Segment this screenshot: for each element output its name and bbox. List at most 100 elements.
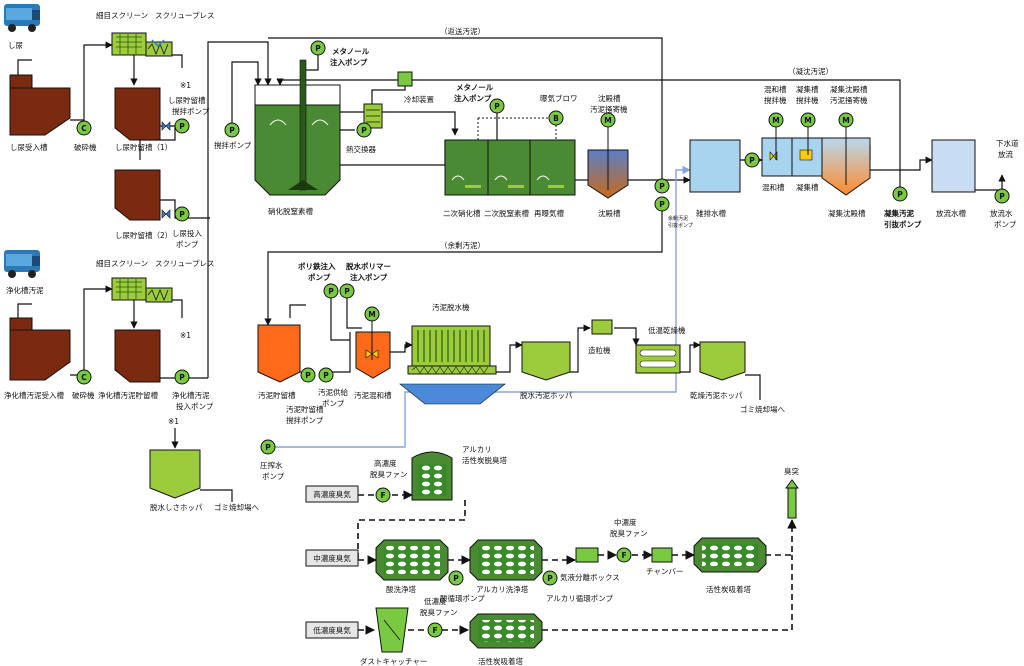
settler-scraper-motor[interactable]: M bbox=[600, 112, 616, 128]
crusher-2[interactable]: C bbox=[76, 369, 92, 385]
svg-text:M: M bbox=[842, 116, 849, 125]
svg-text:P: P bbox=[179, 373, 185, 382]
coag-sludge-label: （凝沈汚泥） bbox=[788, 66, 833, 76]
crusher-2-label: 破砕機 bbox=[72, 390, 95, 400]
coag-scraper-label-1: 凝集沈殿槽 bbox=[830, 84, 868, 94]
sludge-feed-pump[interactable]: P bbox=[318, 367, 334, 383]
storage-mix-pump[interactable]: P bbox=[174, 118, 190, 134]
secondary-denitri-label: 二次脱窒素槽 bbox=[484, 208, 529, 218]
svg-text:M: M bbox=[604, 116, 611, 125]
svg-text:P: P bbox=[453, 574, 459, 583]
coag-scraper-label-2: 汚泥掻寄機 bbox=[830, 95, 868, 105]
mix-pump-label-1: し尿貯留槽 bbox=[168, 95, 206, 105]
svg-text:B: B bbox=[553, 114, 559, 123]
alkali-scrubber bbox=[469, 539, 543, 581]
high-fan-label-1: 高濃度 bbox=[374, 458, 397, 468]
stir-pump[interactable]: P bbox=[224, 122, 240, 138]
screw-press-1-label: スクリュープレス bbox=[155, 11, 215, 20]
coag-pump-label-2: 引抜ポンプ bbox=[884, 219, 922, 229]
shinyo-feed-pump[interactable]: P bbox=[174, 206, 190, 222]
coag-sludge-pump[interactable]: P bbox=[892, 186, 908, 202]
acid-circulation-pump[interactable]: P bbox=[448, 570, 464, 586]
methanol-pump-1[interactable]: P bbox=[310, 40, 326, 56]
stir-pump-label: 撹拌ポンプ bbox=[214, 140, 252, 150]
coag-settling-tank bbox=[821, 127, 871, 196]
discharge-pump[interactable]: P bbox=[994, 188, 1010, 204]
jokaso-feed-pump[interactable]: P bbox=[174, 369, 190, 385]
jokaso-pump-label-1: 浄化槽汚泥 bbox=[172, 390, 210, 400]
mid-odor-source: 中濃度臭気 bbox=[305, 549, 359, 567]
mix-stirrer-label-2: 撹拌機 bbox=[764, 95, 787, 105]
svg-text:P: P bbox=[315, 44, 321, 53]
gas-liquid-label: 気液分離ボックス bbox=[560, 572, 620, 582]
nitrification-denitrification-tank bbox=[254, 59, 341, 196]
crusher-1[interactable]: C bbox=[76, 120, 92, 136]
methanol-pump-2[interactable]: P bbox=[489, 98, 505, 114]
mix-motor[interactable]: M bbox=[768, 112, 784, 128]
coag-tank-label: 凝集槽 bbox=[796, 182, 819, 192]
methanol-pump-2-label-2: 注入ポンプ bbox=[454, 93, 492, 103]
sludge-stir-pump[interactable]: P bbox=[300, 367, 316, 383]
sludge-mix-motor[interactable]: M bbox=[364, 306, 380, 322]
sludge-stir-label-2: 撹拌ポンプ bbox=[286, 415, 324, 425]
chamber bbox=[651, 547, 673, 563]
screenings-hopper-label: 脱水しさホッパ bbox=[150, 502, 203, 512]
truck-shinyo bbox=[4, 4, 40, 32]
dryer-label: 低温乾燥機 bbox=[648, 325, 686, 335]
aeration-blower[interactable]: B bbox=[548, 110, 564, 126]
shinyo-feed-pump-label-1: し尿投入 bbox=[172, 228, 202, 238]
dried-hopper-label: 乾燥汚泥ホッパ bbox=[690, 390, 743, 400]
surplus-pump[interactable]: P bbox=[654, 178, 670, 194]
shinyo-storage-1 bbox=[114, 87, 161, 141]
ferric-pump[interactable]: P bbox=[323, 283, 339, 299]
carbon-tower-2-label: 活性炭吸着塔 bbox=[478, 656, 523, 666]
pressure-water-pump[interactable]: P bbox=[260, 439, 276, 455]
valve-1[interactable] bbox=[161, 121, 171, 131]
alkali-circulation-pump[interactable]: P bbox=[542, 570, 558, 586]
low-odor-fan[interactable]: F bbox=[427, 622, 443, 638]
mix-pump-label-2: 撹拌ポンプ bbox=[172, 106, 210, 116]
high-fan-label-2: 脱臭ファン bbox=[370, 469, 408, 479]
mid-odor-fan[interactable]: F bbox=[616, 547, 632, 563]
jokaso-pump-label-2: 投入ポンプ bbox=[176, 401, 214, 411]
svg-text:P: P bbox=[361, 126, 367, 135]
svg-text:F: F bbox=[380, 491, 385, 500]
misc-tank-pump[interactable]: P bbox=[744, 152, 760, 168]
svg-text:低濃度臭気: 低濃度臭気 bbox=[313, 625, 351, 635]
methanol-pump-2-label-1: メタノール bbox=[456, 82, 494, 92]
storage-2-label: し尿貯留槽（2） bbox=[115, 230, 172, 240]
screw-press-2 bbox=[145, 287, 173, 303]
storage-1-label: し尿貯留槽（1） bbox=[115, 142, 172, 152]
sludge-stir-label-1: 汚泥貯留槽 bbox=[286, 404, 324, 414]
high-odor-fan[interactable]: F bbox=[375, 487, 391, 503]
low-fan-label-1: 低濃度 bbox=[424, 596, 447, 606]
sludge-feed-label-2: ポンプ bbox=[322, 399, 345, 408]
screw-press-1 bbox=[145, 39, 173, 57]
svg-text:P: P bbox=[323, 371, 329, 380]
svg-text:P: P bbox=[897, 190, 903, 199]
sewer-label-1: 下水道 bbox=[996, 138, 1019, 148]
coag-scraper-motor[interactable]: M bbox=[838, 112, 854, 128]
polymer-pump[interactable]: P bbox=[339, 283, 355, 299]
alkali-carbon-tower bbox=[411, 451, 453, 501]
svg-text:P: P bbox=[749, 156, 755, 165]
svg-text:C: C bbox=[81, 373, 87, 382]
screw-press-2-label: スクリュープレス bbox=[155, 259, 215, 268]
stack-label: 臭突 bbox=[784, 466, 799, 476]
return-pump-label-1: 余剰汚泥 bbox=[668, 215, 688, 222]
alkali-scrubber-label: アルカリ洗浄塔 bbox=[476, 584, 529, 594]
cooler bbox=[397, 71, 413, 87]
discharge-pump-label-1: 放流水 bbox=[990, 208, 1013, 218]
return-pump[interactable]: P bbox=[654, 196, 670, 212]
coag-motor[interactable]: M bbox=[800, 112, 816, 128]
note-3: ※1 bbox=[168, 417, 179, 426]
pressure-pump-label-1: 圧搾水 bbox=[260, 460, 283, 470]
dewatered-sludge-hopper bbox=[521, 341, 571, 381]
svg-text:P: P bbox=[659, 182, 665, 191]
valve-2[interactable] bbox=[161, 209, 171, 219]
shinyo-recv-label: し尿受入槽 bbox=[10, 142, 48, 152]
heat-exchanger-label: 熱交換器 bbox=[346, 144, 376, 154]
heat-exchanger-pump[interactable]: P bbox=[356, 122, 372, 138]
mid-fan-label-2: 脱臭ファン bbox=[610, 528, 648, 538]
fine-screen-2-label: 細目スクリーン bbox=[96, 258, 148, 268]
